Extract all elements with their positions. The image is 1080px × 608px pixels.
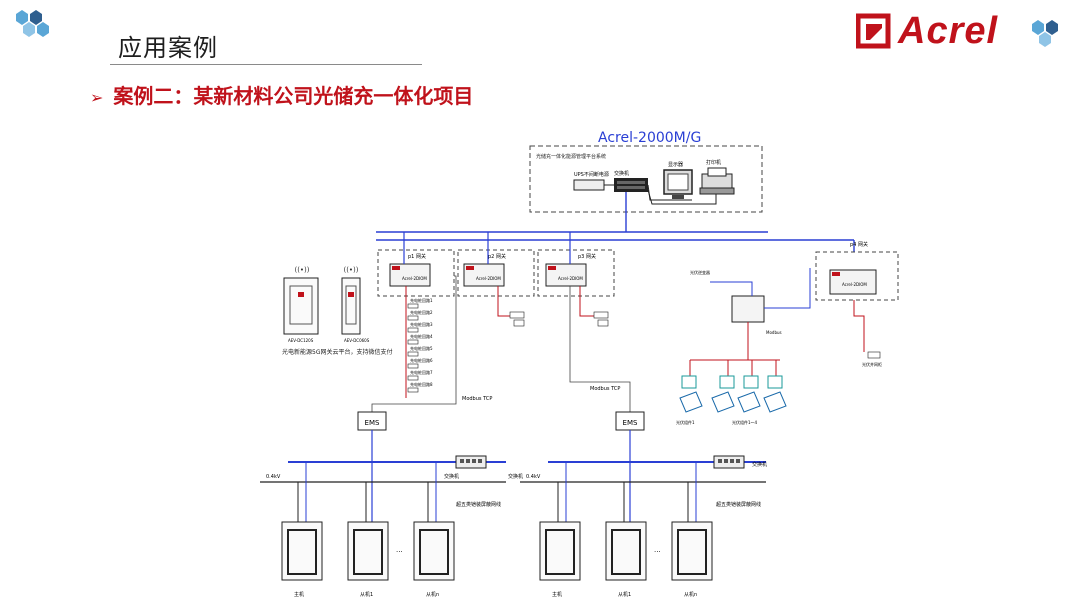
ups-icon: [573, 179, 605, 191]
cabinet-label: 从机n: [684, 591, 697, 598]
ups-label: UPS不间断电源: [574, 171, 609, 178]
brand-name: Acrel: [898, 10, 999, 52]
meter-tag-3: p3 网关: [578, 253, 596, 260]
cabinet-label: 主机: [294, 591, 304, 598]
wifi-icon: ((•)): [343, 266, 358, 274]
modbus-tcp-right: Modbus TCP: [590, 386, 620, 392]
ellipsis-right: ...: [654, 546, 661, 554]
acrel-mark-icon: [856, 13, 1058, 49]
title-divider: [110, 64, 422, 65]
cabinet-label: 主机: [552, 591, 562, 598]
ems-label-right: EMS: [623, 419, 638, 427]
section-title: 应用案例: [118, 34, 218, 62]
storage-system-left: 0.4kV 交换机 超五类铠装屏蔽网线 ... 主机 从机1 从机n: [260, 430, 506, 598]
switch-label-right: 交换机: [752, 461, 767, 468]
feeder-label: 充电桩回路1: [410, 297, 433, 303]
inverter-icon: [731, 295, 765, 323]
switch-label-mid: 交换机: [508, 473, 523, 480]
bus-voltage-right: 0.4kV: [526, 474, 541, 480]
feeder-label: 充电桩回路3: [410, 321, 433, 327]
pv-label-2: 光伏组件1～4: [732, 419, 758, 425]
charger-model-2: AEV-DC060S: [344, 338, 370, 343]
meter-tag-2: p2 网关: [488, 253, 506, 260]
pv-panel: [681, 375, 697, 389]
inverter-note: 光伏逆变器: [690, 269, 710, 275]
ellipsis-left: ...: [396, 546, 403, 554]
feeder-label: 充电桩回路4: [410, 333, 433, 339]
charger-model-1: AEV-DC120S: [288, 338, 314, 343]
server-icon: [614, 178, 648, 192]
monitor-label: 显示器: [668, 162, 683, 168]
modbus-label: Modbus: [766, 330, 782, 335]
meter-tag-4: p4 网关: [850, 241, 868, 248]
pv-panel: [767, 375, 783, 389]
meter-label-1: Acrel-2DIOM: [402, 276, 427, 281]
bus-voltage-left: 0.4kV: [266, 474, 281, 480]
charger-caption: 光电新能源5G网关云平台，支持微信支付: [282, 348, 392, 356]
platform-title: Acrel-2000M/G: [598, 130, 701, 146]
hexagon-decoration-icon: [16, 10, 49, 37]
switch-label-left: 交换机: [444, 473, 459, 480]
right-note: 光伏并网柜: [862, 361, 882, 367]
feeder-label: 充电桩回路8: [410, 381, 433, 387]
platform-box: [529, 145, 763, 213]
pv-group: 光伏逆变器 Modbus 光伏组件1 光伏组件1～4: [676, 268, 811, 425]
feeder-list: 充电桩回路1 充电桩回路2 充电桩回路3 充电桩回路4 充电桩回路5 充电桩回路…: [407, 297, 433, 393]
arrow-bullet-icon: ➢: [90, 88, 104, 107]
feeder-label: 充电桩回路2: [410, 309, 433, 315]
case-title-text: 案例二：某新材料公司光储充一体化项目: [113, 84, 474, 108]
storage-system-right: 0.4kV 交换机 交换机 超五类铠装屏蔽网线 ... 主机 从机1 从机n: [508, 430, 767, 598]
meter-group-3: p3 网关 Acrel-2DIOM: [537, 232, 615, 327]
shield-line-right: 超五类铠装屏蔽网线: [716, 501, 761, 508]
meter-label-4: Acrel-2DIOM: [842, 282, 867, 287]
platform-caption: 光储充一体化能源管理平台系统: [536, 153, 606, 160]
cabinet-label: 从机n: [426, 591, 439, 598]
charger-group: ((•)) AEV-DC120S ((•)) AEV-DC060S 光电新能源5…: [282, 266, 392, 356]
meter-group-4: p4 网关 Acrel-2DIOM 光伏并网柜: [815, 241, 899, 367]
modbus-tcp-left: Modbus TCP: [462, 396, 492, 402]
platform-group: Acrel-2000M/G 光储充一体化能源管理平台系统 UPS不间断电源 交换…: [529, 130, 763, 213]
feeder-label: 充电桩回路5: [410, 345, 433, 351]
meter-group-1: p1 网关 Acrel-2DIOM 充电桩回路1 充电桩回路2 充电桩回路3 充…: [377, 232, 455, 398]
ems-label-left: EMS: [365, 419, 380, 427]
pv-panel: [719, 375, 735, 389]
cabinet-label: 从机1: [360, 591, 373, 598]
server-label: 交换机: [614, 170, 629, 177]
meter-label-2: Acrel-2DIOM: [476, 276, 501, 281]
feeder-label: 充电桩回路7: [410, 369, 433, 375]
pv-label-1: 光伏组件1: [676, 419, 695, 425]
cabinet-label: 从机1: [618, 591, 631, 598]
feeder-label: 充电桩回路6: [410, 357, 433, 363]
wifi-icon: ((•)): [294, 266, 309, 274]
acrel-logo: Acrel: [856, 10, 1066, 52]
shield-line-left: 超五类铠装屏蔽网线: [456, 501, 501, 508]
printer-label: 打印机: [706, 159, 721, 166]
pv-panel: [743, 375, 759, 389]
meter-group-2: p2 网关 Acrel-2DIOM: [457, 232, 535, 327]
meter-tag-1: p1 网关: [408, 253, 426, 260]
meter-label-3: Acrel-2DIOM: [558, 276, 583, 281]
case-title: ➢ 案例二：某新材料公司光储充一体化项目: [90, 80, 473, 109]
